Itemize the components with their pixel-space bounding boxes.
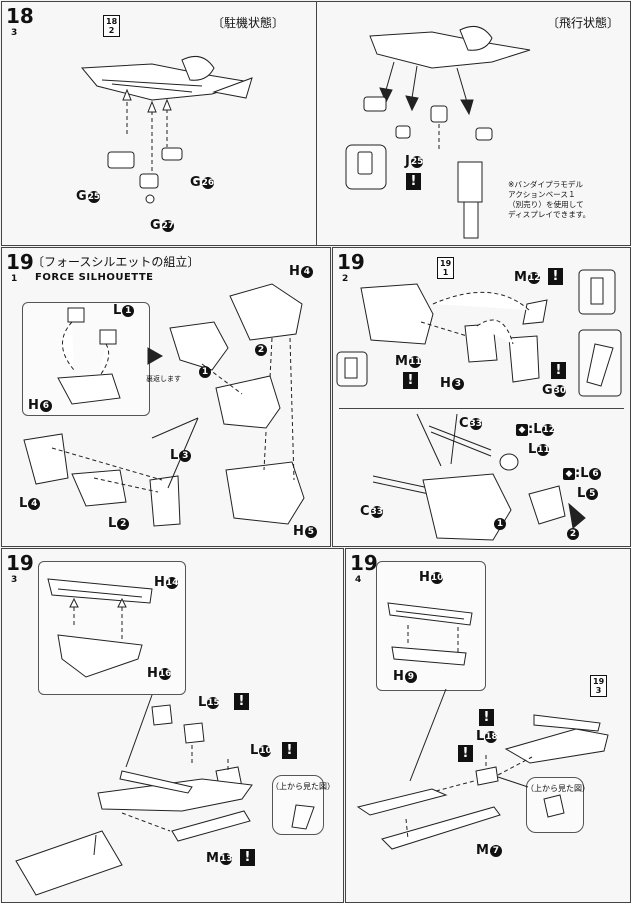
- part-label-h16: H16: [147, 666, 172, 681]
- flight-state-title: 〔飛行状態〕: [547, 16, 620, 30]
- reverse-note: 裏返します: [146, 375, 181, 383]
- caution-icon: !: [234, 693, 249, 710]
- substep-number: 3: [11, 28, 18, 38]
- inset-box: [376, 561, 486, 691]
- step-number: 19: [6, 250, 34, 274]
- part-label-c33-bottom: C33: [360, 504, 384, 519]
- caution-icon: !: [406, 173, 421, 190]
- substep-number: 1: [11, 274, 18, 284]
- order-marker-1: 1: [198, 364, 211, 379]
- force-silhouette-subtitle: FORCE SILHOUETTE: [35, 272, 154, 283]
- order-marker-2: 2: [254, 342, 267, 357]
- swap-label-l12: ◆:L12: [515, 422, 555, 437]
- part-label-m11: M11: [395, 354, 422, 369]
- step-reference: 19 1: [437, 257, 455, 279]
- part-label-l11: L11: [528, 442, 550, 457]
- caution-icon: !: [403, 372, 418, 389]
- step-19-1-panel: 19 1 〔フォースシルエットの組立〕 FORCE SILHOUETTE: [1, 247, 331, 547]
- step-number: 18: [6, 4, 34, 28]
- part-label-h10: H10: [419, 570, 444, 585]
- divider: [316, 2, 317, 245]
- step-number: 19: [337, 250, 365, 274]
- part-label-c33-top: C33: [459, 416, 483, 431]
- part-label-g27: G27: [150, 218, 175, 233]
- part-label-j25: J25: [405, 154, 424, 169]
- part-label-l15: L15: [198, 695, 220, 710]
- step-19-2-panel: 19 2 19 1: [332, 247, 631, 547]
- part-label-l18: L18: [476, 729, 498, 744]
- step-18-panel: 18 3 18 2 〔駐機状態〕 〔飛行状態〕: [1, 1, 631, 246]
- substep-number: 3: [11, 575, 18, 585]
- force-silhouette-title: 〔フォースシルエットの組立〕: [32, 255, 200, 269]
- caution-icon: !: [548, 268, 563, 285]
- caution-icon: !: [282, 742, 297, 759]
- step-number: 19: [6, 551, 34, 575]
- step-18-drawing: [80, 25, 531, 239]
- step-reference: 19 3: [590, 675, 608, 697]
- step-19-3-panel: 19 3 （上から見た図） H14 H16: [1, 548, 344, 903]
- order-marker-1: 1: [493, 516, 506, 531]
- caution-icon: !: [458, 745, 473, 762]
- part-label-l10: L10: [250, 743, 272, 758]
- part-label-g26: G26: [190, 175, 215, 190]
- parked-state-title: 〔駐機状態〕: [212, 16, 285, 30]
- caution-icon: !: [240, 849, 255, 866]
- step-19-3-drawing: [15, 578, 315, 896]
- divider: [339, 408, 624, 409]
- substep-number: 4: [355, 575, 362, 585]
- part-label-h14: H14: [154, 575, 179, 590]
- order-marker-2: 2: [566, 526, 579, 541]
- step-number: 19: [350, 551, 378, 575]
- substep-number: 2: [342, 274, 349, 284]
- caution-icon: !: [551, 362, 566, 379]
- step-19-2-drawing: [336, 269, 622, 541]
- caution-icon: !: [479, 709, 494, 726]
- part-label-g30: G30: [542, 383, 567, 398]
- top-view-note: （上から見た図）: [526, 784, 590, 793]
- step-reference: 18 2: [103, 15, 121, 37]
- top-view-note: （上から見た図）: [271, 782, 335, 791]
- inset-box: [22, 302, 150, 416]
- part-label-m13: M13: [206, 851, 233, 866]
- part-label-m12: M12: [514, 270, 541, 285]
- step-19-1-drawing: [23, 283, 305, 527]
- step-19-4-drawing: [356, 602, 609, 850]
- part-label-g25: G25: [76, 189, 101, 204]
- display-note: ※バンダイプラモデル アクションベース１ （別売り）を使用して ディスプレイでき…: [508, 180, 591, 219]
